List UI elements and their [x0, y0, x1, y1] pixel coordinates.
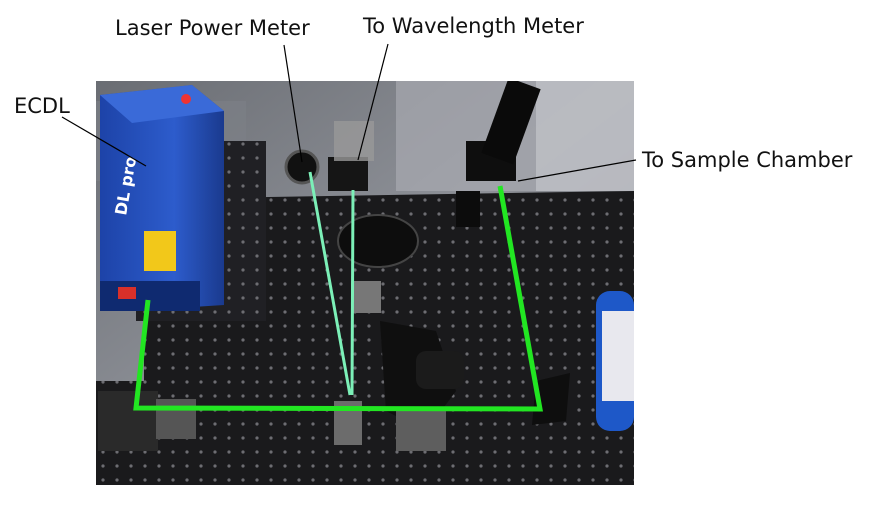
- label-to-sample-chamber: To Sample Chamber: [642, 148, 853, 172]
- label-ecdl: ECDL: [14, 94, 70, 118]
- label-laser-power-meter: Laser Power Meter: [115, 16, 310, 40]
- label-to-wavelength-meter: To Wavelength Meter: [363, 14, 584, 38]
- ecdl-laser-head: DL pro: [100, 85, 224, 311]
- optical-setup-photo: DL pro: [96, 81, 634, 485]
